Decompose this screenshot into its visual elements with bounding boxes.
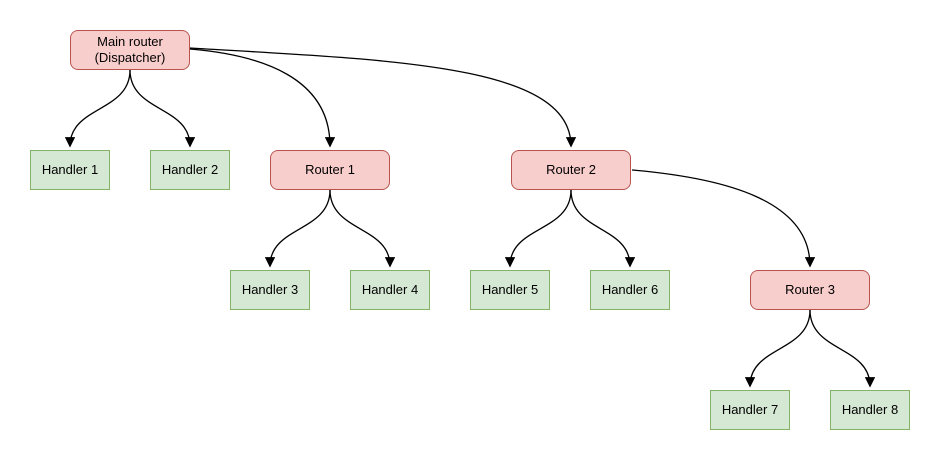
edge-main-router-to-handler-1 <box>64 69 131 148</box>
node-handler-3: Handler 3 <box>230 270 310 310</box>
node-handler-5: Handler 5 <box>470 270 550 310</box>
node-main-router: Main router (Dispatcher) <box>70 30 190 70</box>
edge-router-2-to-handler-6 <box>570 189 636 268</box>
edge-router-3-to-handler-7 <box>744 309 811 388</box>
edge-router-2-to-handler-5 <box>504 189 572 268</box>
node-handler-8: Handler 8 <box>830 390 910 430</box>
node-handler-1: Handler 1 <box>30 150 110 190</box>
edge-router-1-to-handler-3 <box>264 189 331 268</box>
edge-router-2-to-router-3 <box>631 169 816 268</box>
edge-main-router-to-router-2 <box>189 47 577 148</box>
edge-main-router-to-router-1 <box>189 48 336 148</box>
edge-router-1-to-handler-4 <box>329 189 396 268</box>
node-handler-6: Handler 6 <box>590 270 670 310</box>
node-handler-2: Handler 2 <box>150 150 230 190</box>
node-router-2: Router 2 <box>511 150 631 190</box>
edge-group <box>64 47 876 388</box>
node-router-1: Router 1 <box>270 150 390 190</box>
node-handler-7: Handler 7 <box>710 390 790 430</box>
edge-main-router-to-handler-2 <box>129 69 196 148</box>
edge-router-3-to-handler-8 <box>809 309 876 388</box>
node-handler-4: Handler 4 <box>350 270 430 310</box>
node-router-3: Router 3 <box>750 270 870 310</box>
